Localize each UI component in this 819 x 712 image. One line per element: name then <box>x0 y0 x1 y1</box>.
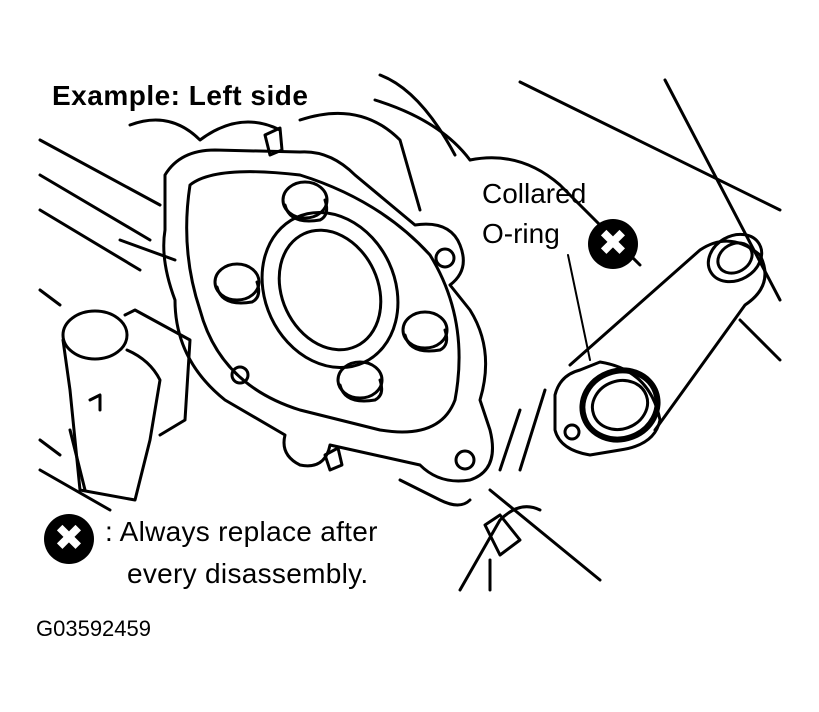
replace-x-icon: ✖ <box>44 514 94 564</box>
bolt <box>281 180 329 223</box>
callout-label-line1: Collared <box>482 178 587 209</box>
engine-block-outline <box>38 73 782 512</box>
legend-text-line2: every disassembly. <box>127 558 369 589</box>
figure-id: G03592459 <box>36 616 151 641</box>
lower-pipes <box>398 388 602 592</box>
diagram-title: Example: Left side <box>50 80 315 112</box>
bolt <box>401 310 449 353</box>
flange-plate <box>162 126 494 483</box>
bolt <box>336 360 384 403</box>
callout-label-line2: O-ring <box>482 218 560 249</box>
collared-o-ring-pipe <box>553 232 767 457</box>
replace-x-icon: ✖ <box>588 219 638 269</box>
legend-text-line1: : Always replace after <box>105 516 378 547</box>
bolt <box>213 262 261 305</box>
left-bracket <box>61 308 192 502</box>
